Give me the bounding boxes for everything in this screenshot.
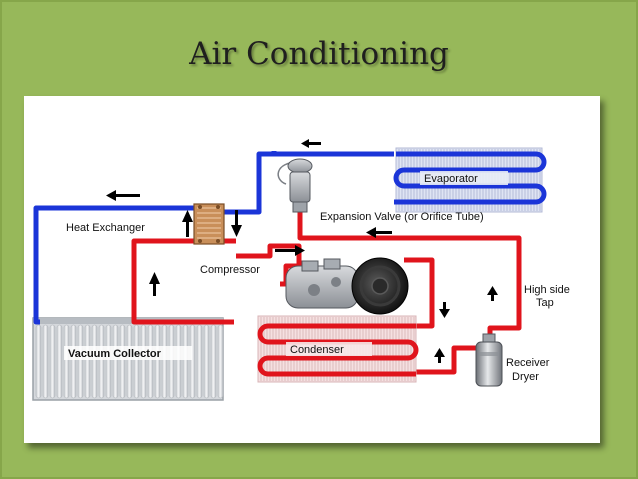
compressor-label: Compressor	[200, 264, 260, 276]
arrow-left-liquid-line	[366, 227, 392, 238]
diagram-panel: Vacuum Collector Evaporator Condenser	[24, 96, 600, 443]
dryer-outlet-line	[416, 345, 486, 375]
compressor	[285, 257, 409, 315]
high-pressure-line-return	[131, 238, 236, 325]
arrow-down-heat-exchanger	[231, 210, 242, 237]
heat-exchanger-label: Heat Exchanger	[66, 222, 145, 234]
arrow-left-top	[301, 139, 321, 148]
receiver-dryer-label-2: Dryer	[512, 371, 539, 383]
high-side-tap-label-2: Tap	[536, 297, 554, 309]
liquid-line	[297, 212, 522, 342]
expansion-valve-label: Expansion Valve (or Orifice Tube)	[320, 211, 484, 223]
evaporator-label: Evaporator	[424, 173, 478, 185]
arrow-up-high-side	[487, 286, 498, 301]
receiver-dryer	[475, 333, 503, 387]
vacuum-collector-label: Vacuum Collector	[68, 348, 162, 360]
expansion-valve	[277, 158, 313, 213]
condenser: Condenser	[257, 315, 419, 383]
arrow-up-heat-exchanger	[182, 210, 193, 237]
arrow-up-collector-loop	[149, 272, 160, 296]
arrow-down-condenser	[439, 302, 450, 318]
receiver-dryer-label-1: Receiver	[506, 357, 550, 369]
ac-diagram: Vacuum Collector Evaporator Condenser	[32, 139, 570, 401]
high-side-tap-label-1: High side	[524, 284, 570, 296]
condenser-label: Condenser	[290, 344, 344, 356]
arrow-up-dryer	[434, 348, 445, 363]
arrow-right-compressor	[275, 245, 305, 256]
evaporator: Evaporator	[393, 147, 547, 213]
slide-title: Air Conditioning	[189, 36, 449, 72]
heat-exchanger	[193, 203, 225, 245]
compressor-to-condenser-line	[404, 257, 435, 329]
vacuum-collector: Vacuum Collector	[32, 317, 224, 401]
arrow-left-heat-exchanger	[106, 190, 140, 201]
